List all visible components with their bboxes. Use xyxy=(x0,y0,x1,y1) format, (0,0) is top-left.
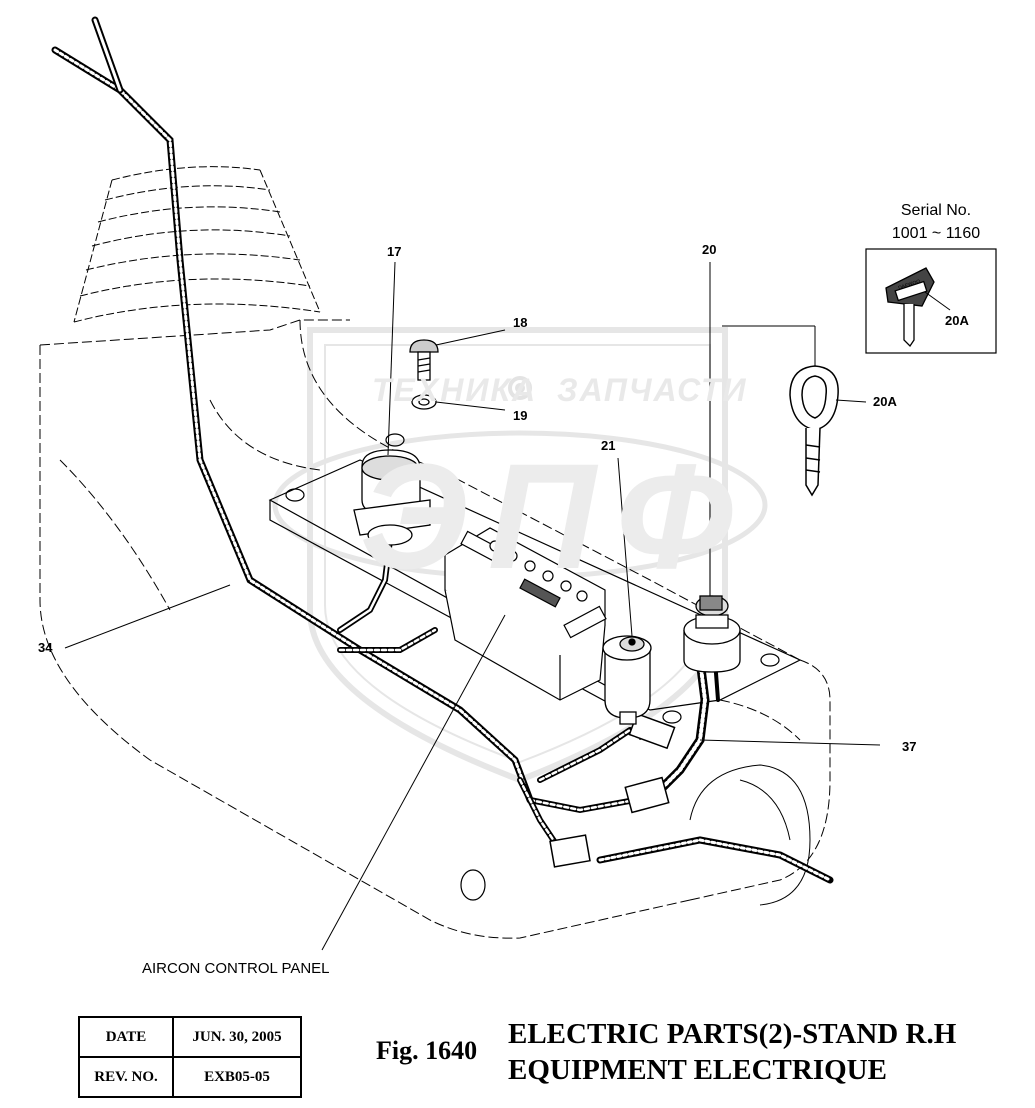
watermark-text-left: ТЕХНИКА xyxy=(372,372,538,408)
callout-21: 21 xyxy=(601,438,616,453)
callout-18: 18 xyxy=(513,315,528,330)
callout-20: 20 xyxy=(702,242,717,257)
connector xyxy=(549,712,676,868)
callout-17: 17 xyxy=(387,244,402,259)
rev-label: REV. NO. xyxy=(78,1056,174,1098)
watermark-big-letters: ЭПФ xyxy=(360,432,753,600)
key-20a xyxy=(789,365,839,497)
aircon-panel-caption: AIRCON CONTROL PANEL xyxy=(142,960,330,977)
switch-17 xyxy=(353,449,431,546)
console-outline xyxy=(39,319,831,939)
lever-boot xyxy=(73,166,321,323)
watermark-text-right: ЗАПЧАСТИ xyxy=(557,372,748,408)
starter-switch-20 xyxy=(683,595,741,673)
rev-value: EXB05-05 xyxy=(172,1056,302,1098)
callout-19: 19 xyxy=(513,408,528,423)
figure-title-line1: ELECTRIC PARTS(2)-STAND R.H xyxy=(508,1018,957,1050)
watermark-gear-icon xyxy=(508,376,532,400)
callout-34: 34 xyxy=(38,640,53,655)
figure-title-line2: EQUIPMENT ELECTRIQUE xyxy=(508,1054,887,1086)
serial-no-label: Serial No. xyxy=(900,202,972,219)
callout-20a: 20A xyxy=(873,394,897,409)
washer-19 xyxy=(411,394,437,410)
serial-inset-box xyxy=(865,248,997,354)
inset-key-icon xyxy=(885,267,935,348)
aircon-control-panel xyxy=(444,527,607,701)
leader-lines xyxy=(64,261,951,951)
serial-range: 1001 ~ 1160 xyxy=(891,225,981,242)
screw-18 xyxy=(409,339,439,381)
date-label: DATE xyxy=(78,1016,174,1058)
lower-housing xyxy=(689,764,811,906)
lighter-21 xyxy=(602,635,652,725)
main-harness xyxy=(51,16,834,884)
title-block-table: DATE JUN. 30, 2005 REV. NO. EXB05-05 xyxy=(78,1016,302,1098)
figure-number: Fig. 1640 xyxy=(376,1036,478,1065)
figure-title: ELECTRIC PARTS(2)-STAND R.H EQUIPMENT EL… xyxy=(508,1016,956,1088)
callout-37: 37 xyxy=(902,739,917,754)
callout-20a-inset: 20A xyxy=(945,313,969,328)
date-value: JUN. 30, 2005 xyxy=(172,1016,302,1058)
